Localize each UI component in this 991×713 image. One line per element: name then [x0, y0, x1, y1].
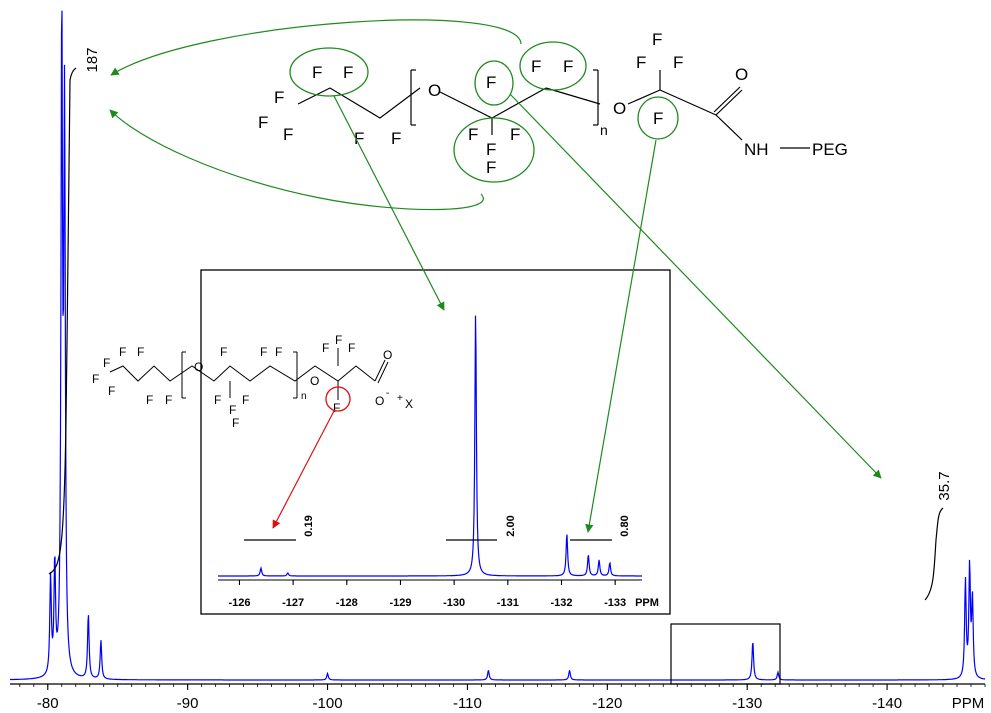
- svg-text:F: F: [563, 57, 573, 76]
- arrow-cf2-to-187: [110, 19, 522, 76]
- svg-text:F: F: [146, 393, 153, 407]
- svg-text:F: F: [92, 372, 99, 386]
- inset-x-tick-label: -127: [282, 597, 304, 609]
- svg-text:F: F: [242, 393, 249, 407]
- svg-text:F: F: [312, 63, 322, 82]
- svg-text:F: F: [275, 345, 282, 359]
- highlight-ellipse-cf3: [453, 117, 535, 183]
- inset-x-tick-label: -132: [550, 597, 572, 609]
- svg-text:F: F: [636, 53, 646, 72]
- integral-curve-35-7: [924, 507, 944, 601]
- svg-text:F: F: [348, 341, 355, 355]
- inset-x-tick-label: -128: [336, 597, 358, 609]
- inset-panel: -126 -127 -128 -129 -130 -131 -132 -133 PPM 0.1…: [200, 269, 671, 615]
- svg-text:NH: NH: [744, 140, 769, 159]
- svg-text:F: F: [333, 401, 340, 415]
- svg-text:PEG: PEG: [812, 140, 848, 159]
- svg-text:F: F: [103, 356, 110, 370]
- svg-text:F: F: [119, 345, 126, 359]
- svg-text:n: n: [600, 122, 608, 138]
- svg-text:O: O: [428, 81, 441, 100]
- svg-text:O: O: [383, 348, 392, 362]
- svg-text:F: F: [531, 57, 541, 76]
- main-x-tick-label: -90: [177, 695, 199, 712]
- inset-x-tick-label: -126: [228, 597, 250, 609]
- inset-integral-label-0-19: 0.19: [303, 515, 315, 536]
- svg-text:O: O: [613, 99, 626, 118]
- main-x-tick-label: -110: [453, 695, 482, 712]
- svg-text:O: O: [194, 360, 203, 374]
- svg-text:O: O: [375, 394, 384, 408]
- svg-text:F: F: [343, 63, 353, 82]
- svg-text:n: n: [301, 391, 307, 402]
- arrow-cf-to-145: [509, 93, 882, 479]
- svg-text:O: O: [735, 65, 748, 84]
- svg-text:F: F: [214, 393, 221, 407]
- svg-text:F: F: [220, 345, 227, 359]
- svg-text:F: F: [673, 53, 683, 72]
- svg-text:F: F: [653, 109, 663, 128]
- svg-text:F: F: [486, 158, 496, 177]
- highlight-ellipses: [289, 41, 679, 183]
- integral-label-187: 187: [84, 47, 101, 72]
- inset-x-tick-label: -133: [604, 597, 626, 609]
- main-x-tick-label: -100: [313, 695, 343, 712]
- svg-text:F: F: [354, 129, 364, 148]
- svg-text:F: F: [274, 88, 284, 107]
- inset-integral-label-0-80: 0.80: [619, 515, 631, 536]
- svg-text:X: X: [405, 397, 413, 411]
- main-x-axis-label: PPM: [952, 695, 985, 712]
- main-x-axis: -80 -90 -100 -110 -120 -130 -140 PPM: [10, 683, 986, 712]
- svg-text:F: F: [229, 403, 236, 417]
- assignment-arrows: [109, 19, 882, 533]
- svg-text:F: F: [335, 333, 342, 347]
- svg-text:F: F: [165, 393, 172, 407]
- svg-text:F: F: [232, 416, 239, 430]
- svg-text:F: F: [486, 73, 496, 92]
- svg-text:F: F: [486, 140, 496, 159]
- svg-text:F: F: [468, 125, 478, 144]
- main-x-tick-label: -80: [37, 695, 59, 712]
- svg-text:F: F: [258, 113, 268, 132]
- inset-molecule-labels: F F F F F F F O F F F F F F F O F F F F …: [92, 333, 413, 430]
- highlight-ellipse-cf2-chain: [519, 41, 587, 91]
- inset-x-tick-label: -129: [389, 597, 411, 609]
- highlight-ellipse-cf: [474, 60, 514, 106]
- inset-x-tick-label: -130: [443, 597, 465, 609]
- zoom-region-box: [670, 623, 781, 685]
- inset-highlight-circle: [325, 386, 351, 412]
- arrow-cf2-to-inset-130: [333, 95, 445, 311]
- main-spectrum-line: [10, 10, 986, 681]
- main-molecule: [297, 69, 810, 149]
- inset-integral-label-2-00: 2.00: [505, 515, 517, 536]
- svg-text:F: F: [322, 341, 329, 355]
- highlight-ellipse-cf-amide: [637, 96, 679, 140]
- integral-label-35-7: 35.7: [936, 471, 953, 500]
- main-molecule-labels: F F F F F F F O F F F F F F F O F F F F …: [258, 30, 848, 177]
- inset-molecule: [109, 348, 389, 400]
- svg-text:F: F: [391, 129, 401, 148]
- svg-text:F: F: [510, 125, 520, 144]
- svg-text:F: F: [260, 345, 267, 359]
- main-x-tick-label: -140: [872, 695, 902, 712]
- svg-text:F: F: [108, 384, 115, 398]
- arrow-salt-cf-to-inset-126: [272, 410, 335, 529]
- arrow-cf-amide-to-inset-132: [585, 139, 657, 533]
- highlight-ellipse-cf2-end: [289, 47, 369, 97]
- svg-text:F: F: [137, 345, 144, 359]
- main-x-tick-label: -120: [592, 695, 622, 712]
- integral-curve-187: [48, 67, 77, 575]
- arrow-cf3-to-187: [109, 109, 484, 211]
- svg-text:F: F: [652, 30, 662, 49]
- inset-x-axis-label: PPM: [635, 597, 659, 609]
- main-x-tick-label: -130: [732, 695, 762, 712]
- svg-text:+: +: [397, 393, 403, 404]
- svg-text:O: O: [310, 374, 319, 388]
- svg-text:-: -: [386, 388, 389, 399]
- svg-text:F: F: [283, 125, 293, 144]
- inset-spectrum-line: [218, 315, 642, 577]
- inset-x-tick-label: -131: [497, 597, 519, 609]
